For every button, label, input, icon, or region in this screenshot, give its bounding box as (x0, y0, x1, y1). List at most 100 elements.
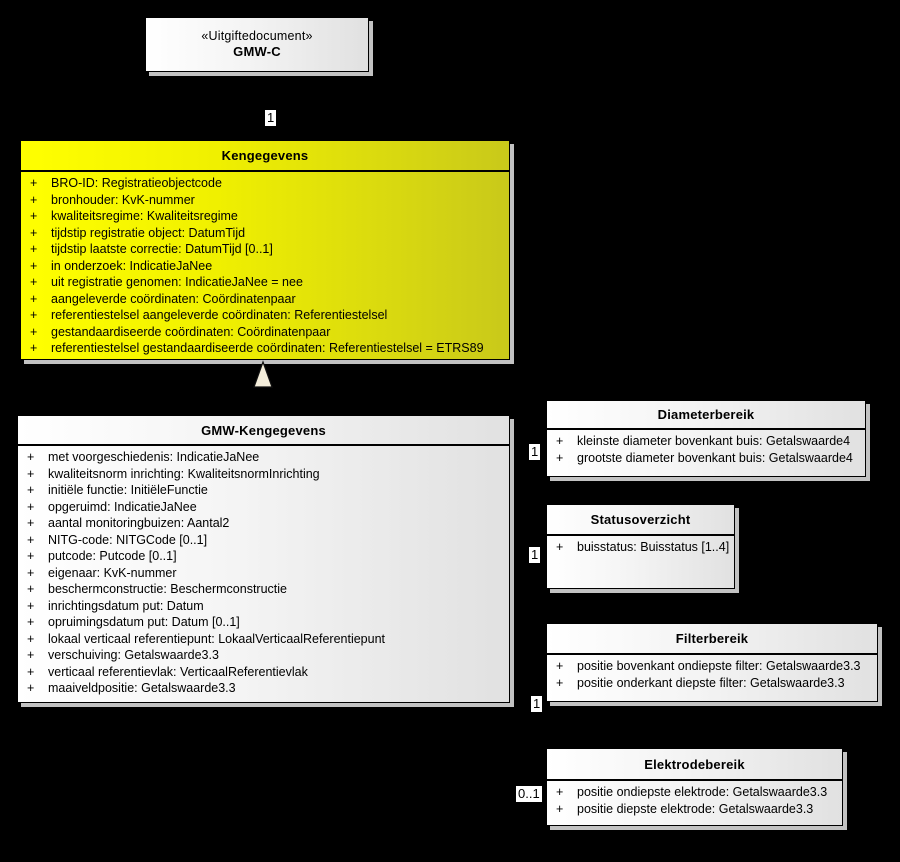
attribute-row: + referentiestelsel aangeleverde coördina… (21, 307, 509, 324)
attribute-row: + initiële functie: InitiëleFunctie (18, 482, 509, 499)
class-filterbereik: Filterbereik +positie bovenkant ondiepst… (546, 623, 878, 702)
visibility-plus: + (556, 801, 564, 816)
class-kengegevens-title: Kengegevens (21, 141, 509, 172)
attribute-text: maaiveldpositie: Getalswaarde3.3 (48, 681, 236, 695)
visibility-plus: + (30, 308, 38, 322)
attribute-row: + buisstatus: Buisstatus [1..4] (547, 539, 734, 556)
attribute-row: + verticaal referentievlak: VerticaalRefe… (18, 664, 509, 681)
multiplicity-diameterbereik: 1 (529, 444, 541, 460)
attribute-text: kwaliteitsnorm inrichting: Kwaliteitsnor… (48, 466, 320, 481)
attribute-row: + opgeruimd: IndicatieJaNee (18, 499, 509, 516)
visibility-plus: + (30, 242, 38, 256)
connector-gmwk-elektrodebereik-vertical (369, 703, 371, 795)
attribute-text: referentiestelsel aangeleverde coördinat… (51, 308, 388, 322)
attribute-compartment: + kleinste diameter bovenkant buis: Getal… (547, 430, 865, 466)
attribute-row: +lokaal verticaal referentiepunt: Lokaal… (18, 631, 509, 648)
visibility-plus: + (30, 291, 38, 306)
visibility-plus: + (27, 549, 35, 563)
attribute-row: +kwaliteitsregime: Kwaliteitsregime (21, 208, 509, 225)
attribute-text: initiële functie: InitiëleFunctie (48, 483, 208, 497)
attribute-row: + beschermconstructie: Beschermconstructi… (18, 581, 509, 598)
visibility-plus: + (556, 434, 564, 448)
attribute-row: + bronhouder: KvK-nummer (21, 192, 509, 209)
attribute-text: aangeleverde coördinaten: Coördinatenpaa… (51, 291, 296, 306)
attribute-text: bronhouder: KvK-nummer (51, 192, 195, 207)
attribute-text: opruimingsdatum put: Datum [0..1] (48, 615, 240, 629)
attribute-text: beschermconstructie: Beschermconstructie (48, 582, 287, 596)
attribute-row: +verschuiving: Getalswaarde3.3 (18, 647, 509, 664)
attribute-row: +grootste diameter bovenkant buis: Getal… (547, 450, 865, 467)
attribute-text: opgeruimd: IndicatieJaNee (48, 499, 197, 514)
attribute-row: + eigenaar: KvK-nummer (18, 565, 509, 582)
attribute-text: kleinste diameter bovenkant buis: Getals… (577, 434, 851, 448)
visibility-plus: + (27, 483, 35, 497)
attribute-row: +positie diepste elektrode: Getalswaarde… (547, 801, 842, 818)
attribute-row: + kleinste diameter bovenkant buis: Getal… (547, 433, 865, 450)
attribute-row: + in onderzoek: IndicatieJaNee (21, 258, 509, 275)
attribute-text: eigenaar: KvK-nummer (48, 565, 177, 580)
multiplicity-filterbereik: 1 (531, 696, 543, 712)
visibility-plus: + (27, 615, 35, 629)
visibility-plus: + (556, 450, 564, 465)
connector-gmwk-diameterbereik (510, 444, 546, 446)
generalization-arrowhead-icon (253, 360, 273, 388)
visibility-plus: + (556, 659, 564, 673)
attribute-text: uit registratie genomen: IndicatieJaNee … (51, 275, 303, 289)
multiplicity-gmwc-kengegevens: 1 (265, 110, 277, 126)
visibility-plus: + (27, 582, 35, 596)
visibility-plus: + (556, 785, 564, 799)
attribute-text: inrichtingsdatum put: Datum (48, 598, 204, 613)
visibility-plus: + (27, 681, 35, 695)
attribute-row: +putcode: Putcode [0..1] (18, 548, 509, 565)
attribute-text: verticaal referentievlak: VerticaalRefer… (48, 664, 308, 679)
attribute-text: positie bovenkant ondiepste filter: Geta… (577, 659, 861, 673)
attribute-text: tijdstip registratie object: DatumTijd (51, 225, 246, 240)
visibility-plus: + (27, 499, 35, 514)
attribute-text: referentiestelsel gestandaardiseerde coö… (51, 341, 484, 355)
class-gmwc-name: GMW-C (233, 44, 281, 59)
attribute-row: + aangeleverde coördinaten: Coördinatenpa… (21, 291, 509, 308)
attribute-text: positie onderkant diepste filter: Getals… (577, 675, 845, 690)
attribute-row: + positie onderkant diepste filter: Getal… (547, 675, 877, 692)
attribute-row: +tijdstip registratie object: DatumTijd (21, 225, 509, 242)
attribute-row: + maaiveldpositie: Getalswaarde3.3 (18, 680, 509, 697)
attribute-row: + inrichtingsdatum put: Datum (18, 598, 509, 615)
visibility-plus: + (556, 540, 564, 554)
attribute-compartment: +met voorgeschiedenis: IndicatieJaNee +k… (18, 446, 509, 697)
visibility-plus: + (556, 675, 564, 690)
attribute-row: + BRO-ID: Registratieobjectcode (21, 175, 509, 192)
visibility-plus: + (30, 192, 38, 207)
visibility-plus: + (27, 664, 35, 679)
attribute-compartment: + positie bovenkant ondiepste filter: Get… (547, 655, 877, 691)
class-statusoverzicht: Statusoverzicht +buisstatus: Buisstatus … (546, 504, 735, 589)
attribute-text: kwaliteitsregime: Kwaliteitsregime (51, 209, 238, 223)
attribute-row: +kwaliteitsnorm inrichting: Kwaliteitsno… (18, 466, 509, 483)
connector-gmwk-elektrodebereik-horizontal (369, 793, 546, 795)
visibility-plus: + (30, 176, 38, 190)
class-diameterbereik: Diameterbereik +kleinste diameter bovenk… (546, 400, 866, 477)
attribute-compartment: +positie ondiepste elektrode: Getalswaar… (547, 781, 842, 817)
attribute-row: + opruimingsdatum put: Datum [0..1] (18, 614, 509, 631)
visibility-plus: + (30, 341, 38, 355)
attribute-text: buisstatus: Buisstatus [1..4] (577, 540, 730, 554)
visibility-plus: + (27, 565, 35, 580)
attribute-text: aantal monitoringbuizen: Aantal2 (48, 516, 230, 530)
attribute-row: +gestandaardiseerde coördinaten: Coördin… (21, 324, 509, 341)
attribute-text: verschuiving: Getalswaarde3.3 (48, 648, 219, 662)
visibility-plus: + (30, 275, 38, 289)
attribute-text: met voorgeschiedenis: IndicatieJaNee (48, 450, 260, 464)
class-gmwc: «Uitgiftedocument» GMW-C (145, 17, 369, 72)
attribute-text: lokaal verticaal referentiepunt: LokaalV… (48, 631, 386, 646)
attribute-row: + referentiestelsel gestandaardiseerde co… (21, 340, 509, 357)
attribute-row: + tijdstip laatste correctie: DatumTijd [… (21, 241, 509, 258)
attribute-row: +met voorgeschiedenis: IndicatieJaNee (18, 449, 509, 466)
connector-gmwc-kengegevens (257, 72, 259, 140)
visibility-plus: + (30, 258, 38, 273)
attribute-text: in onderzoek: IndicatieJaNee (51, 258, 213, 273)
attribute-text: tijdstip laatste correctie: DatumTijd [0… (51, 242, 273, 256)
attribute-text: NITG-code: NITGCode [0..1] (48, 532, 208, 547)
visibility-plus: + (27, 598, 35, 613)
connector-gmwk-filterbereik (510, 686, 546, 688)
attribute-row: +positie ondiepste elektrode: Getalswaar… (547, 784, 842, 801)
attribute-text: BRO-ID: Registratieobjectcode (51, 176, 222, 190)
